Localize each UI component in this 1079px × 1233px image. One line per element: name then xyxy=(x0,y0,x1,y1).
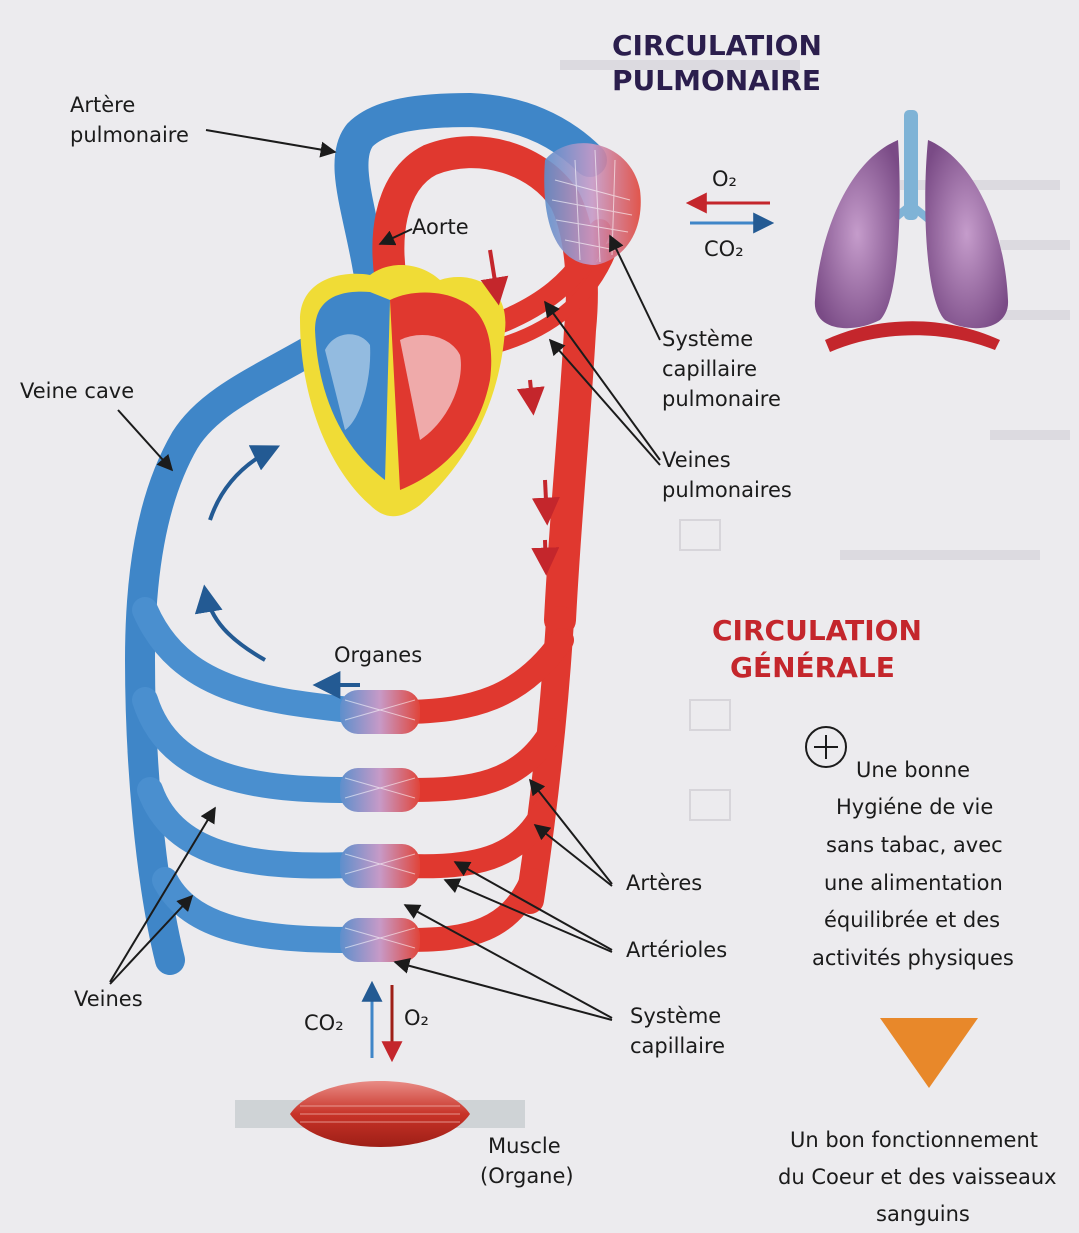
label-systeme-capillaire-2: capillaire xyxy=(630,1034,725,1058)
label-aorte: Aorte xyxy=(412,215,469,239)
lung-co2-label: CO₂ xyxy=(704,237,744,261)
down-note-line-3: sanguins xyxy=(876,1202,970,1226)
plus-note-line-6: activités physiques xyxy=(812,946,1014,970)
label-artere-pulmonaire-2: pulmonaire xyxy=(70,123,189,147)
plus-note-line-5: équilibrée et des xyxy=(824,908,1000,932)
plus-note-line-4: une alimentation xyxy=(824,871,1003,895)
label-muscle-2: (Organe) xyxy=(480,1164,574,1188)
label-systeme-capillaire-pulmonaire-1: Système xyxy=(662,327,753,351)
lung-o2-label: O₂ xyxy=(712,167,737,191)
label-veines: Veines xyxy=(74,987,143,1011)
down-note-line-1: Un bon fonctionnement xyxy=(790,1128,1038,1152)
label-systeme-capillaire-1: Système xyxy=(630,1004,721,1028)
down-note-line-2: du Coeur et des vaisseaux xyxy=(778,1165,1057,1189)
label-veine-cave: Veine cave xyxy=(20,379,134,403)
label-artere-pulmonaire-1: Artère xyxy=(70,93,135,117)
muscle-co2-label: CO₂ xyxy=(304,1011,344,1035)
label-veines-pulmonaires-1: Veines xyxy=(662,448,731,472)
label-muscle-1: Muscle xyxy=(488,1134,561,1158)
pulmonary-title-line-1: CIRCULATION xyxy=(612,29,822,62)
plus-note-line-3: sans tabac, avec xyxy=(826,833,1003,857)
general-title-line-1: CIRCULATION xyxy=(712,614,922,647)
label-organes: Organes xyxy=(334,643,422,667)
label-arterioles: Artérioles xyxy=(626,938,727,962)
plus-note-line-2: Hygiéne de vie xyxy=(836,795,993,819)
plus-note-line-1: Une bonne xyxy=(856,758,970,782)
label-systeme-capillaire-pulmonaire-3: pulmonaire xyxy=(662,387,781,411)
label-veines-pulmonaires-2: pulmonaires xyxy=(662,478,792,502)
label-arteres: Artères xyxy=(626,871,702,895)
muscle-o2-label: O₂ xyxy=(404,1006,429,1030)
label-systeme-capillaire-pulmonaire-2: capillaire xyxy=(662,357,757,381)
general-title-line-2: GÉNÉRALE xyxy=(730,650,895,684)
pulmonary-title-line-2: PULMONAIRE xyxy=(612,64,821,97)
